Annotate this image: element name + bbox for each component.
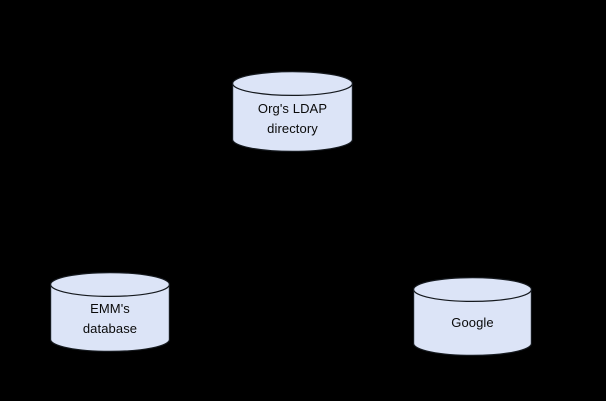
database-cylinder-icon — [50, 272, 170, 352]
database-cylinder-icon — [413, 277, 532, 356]
node-google[interactable]: Google — [413, 277, 532, 356]
node-ldap[interactable]: Org's LDAP directory — [232, 71, 353, 152]
database-cylinder-icon — [232, 71, 353, 152]
node-emm-database[interactable]: EMM's database — [50, 272, 170, 352]
